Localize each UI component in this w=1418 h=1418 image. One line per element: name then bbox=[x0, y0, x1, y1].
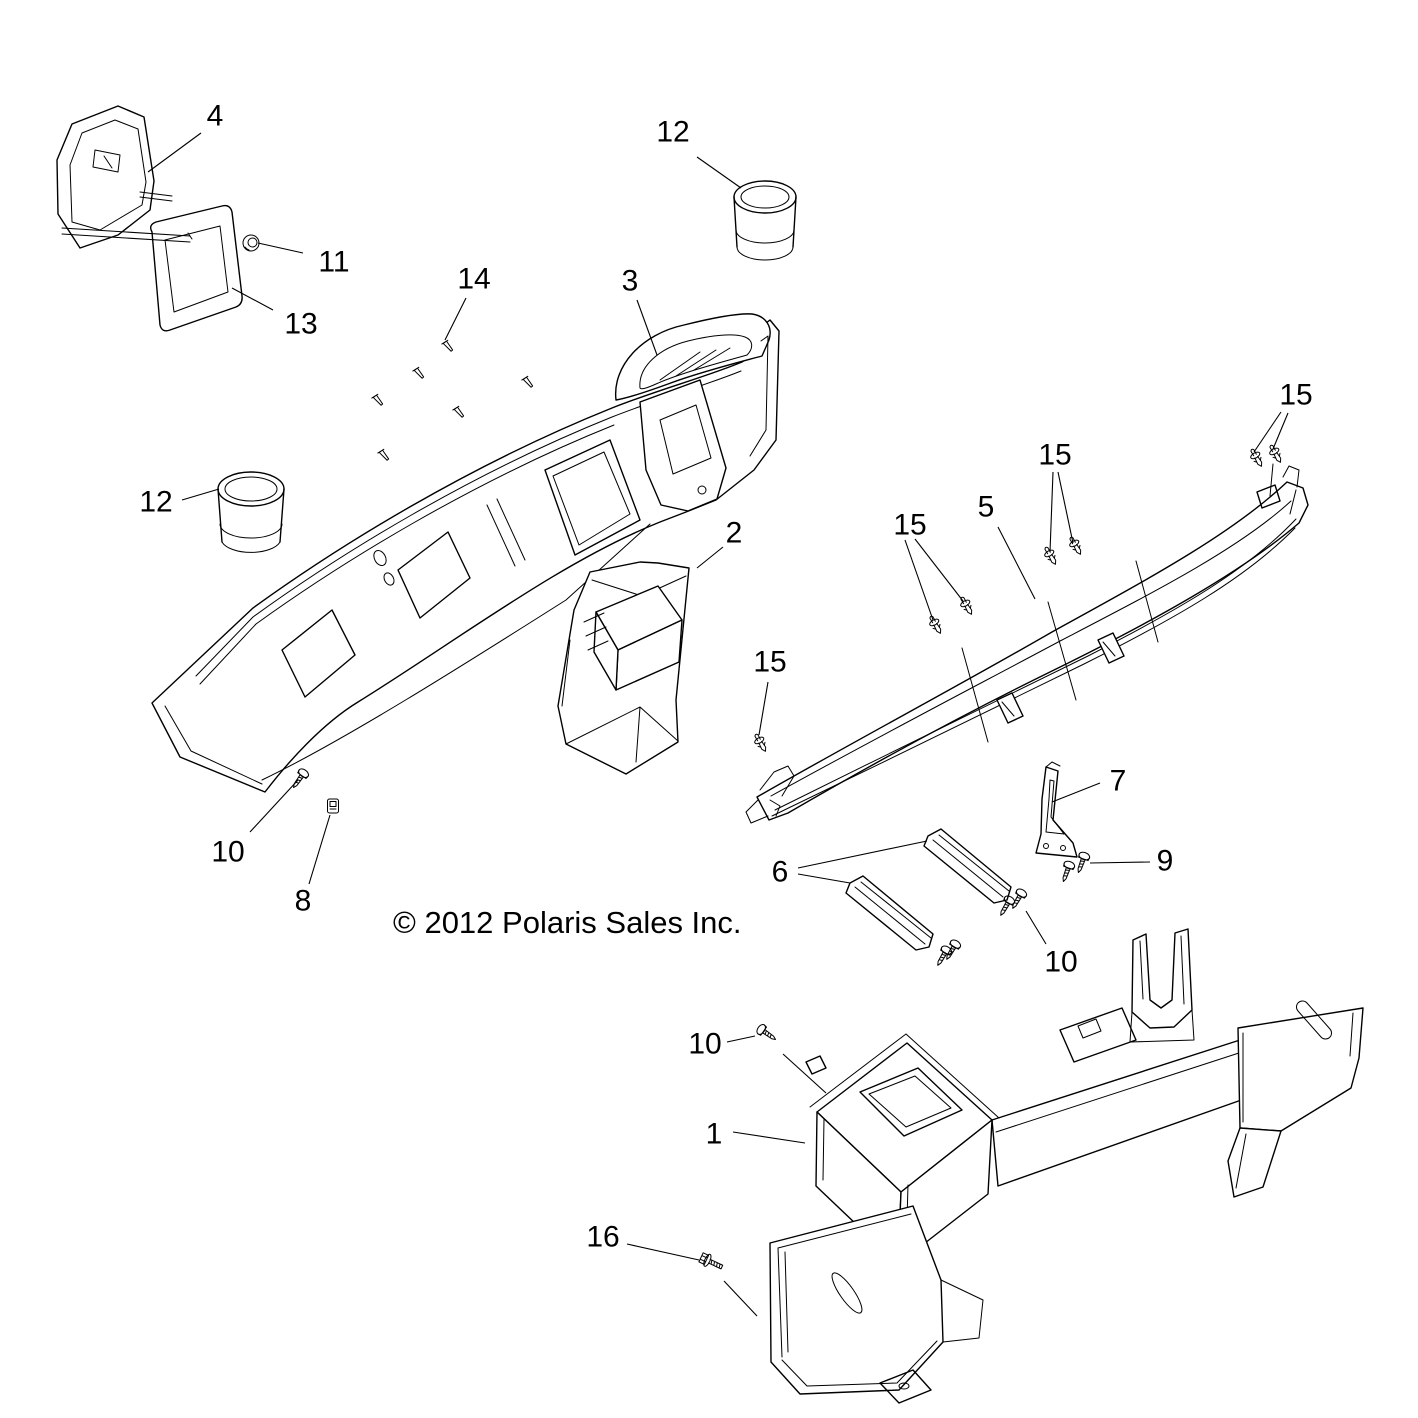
rivet-fastener bbox=[750, 731, 771, 755]
callout-label-5: 5 bbox=[978, 491, 995, 524]
part-4-glovebox-door bbox=[56, 105, 193, 249]
cover-clip-tab bbox=[1097, 632, 1125, 664]
part-6-support-strips bbox=[845, 828, 1012, 951]
screw-fastener bbox=[754, 1022, 780, 1045]
panel-column-shroud bbox=[639, 379, 727, 512]
part-5-dash-cover bbox=[745, 463, 1309, 824]
leader-line bbox=[1089, 861, 1151, 864]
leader-line bbox=[147, 132, 202, 173]
callout-label-8: 8 bbox=[295, 885, 312, 918]
screw-fastener bbox=[1057, 859, 1077, 884]
pin-fastener bbox=[441, 339, 456, 354]
callout-label-9: 9 bbox=[1157, 845, 1174, 878]
leader-line bbox=[732, 1131, 806, 1144]
leader-line bbox=[444, 297, 467, 341]
callout-label-10: 10 bbox=[1044, 946, 1077, 979]
pin-fastener bbox=[377, 448, 392, 463]
callout-label-14: 14 bbox=[457, 263, 490, 296]
part-12-cupholder-left bbox=[217, 471, 285, 553]
callout-label-1: 1 bbox=[706, 1118, 723, 1151]
panel-cutout bbox=[281, 609, 356, 698]
aux-leader-line bbox=[782, 1053, 827, 1094]
rivet-fastener bbox=[1265, 442, 1286, 466]
leader-line bbox=[626, 1243, 700, 1261]
copyright-text: © 2012 Polaris Sales Inc. bbox=[393, 905, 742, 940]
part-3-upper-dash-panel bbox=[151, 313, 780, 793]
leader-line bbox=[231, 287, 274, 311]
callout-label-10: 10 bbox=[211, 836, 244, 869]
rivet-fastener bbox=[1246, 446, 1267, 470]
callout-label-11: 11 bbox=[318, 246, 349, 279]
pin-fastener bbox=[521, 375, 536, 390]
leader-line bbox=[257, 242, 304, 254]
leader-line bbox=[1051, 782, 1101, 803]
leader-line bbox=[636, 299, 658, 356]
leader-line bbox=[1253, 411, 1282, 453]
pin-fastener bbox=[412, 366, 427, 381]
leader-line bbox=[1272, 412, 1289, 450]
cover-clip-tab bbox=[996, 692, 1024, 724]
leader-line bbox=[726, 1035, 756, 1043]
callout-label-10: 10 bbox=[688, 1028, 721, 1061]
part-13-door-seal bbox=[149, 204, 243, 332]
callout-label-15: 15 bbox=[1038, 439, 1071, 472]
leader-line bbox=[1049, 471, 1054, 553]
lower-shroud bbox=[769, 1205, 944, 1395]
leader-line bbox=[797, 873, 851, 884]
clip-fastener bbox=[327, 798, 339, 814]
callout-label-15: 15 bbox=[1279, 379, 1312, 412]
leader-line bbox=[1057, 471, 1074, 544]
pin-fastener bbox=[452, 405, 467, 420]
leader-line bbox=[797, 840, 928, 869]
leader-line bbox=[914, 538, 964, 602]
callout-label-15: 15 bbox=[893, 509, 926, 542]
leader-line bbox=[904, 539, 934, 621]
leader-line bbox=[308, 814, 331, 885]
rivet-fastener bbox=[925, 613, 946, 637]
callout-label-13: 13 bbox=[284, 308, 317, 341]
rivet-fastener bbox=[1065, 534, 1086, 558]
leader-line bbox=[997, 526, 1036, 600]
callout-label-2: 2 bbox=[726, 517, 743, 550]
part-7-bracket bbox=[1035, 761, 1078, 858]
part-1-lower-dash-assembly bbox=[769, 928, 1364, 1404]
leader-line bbox=[696, 546, 724, 569]
fork-bracket bbox=[1131, 928, 1193, 1029]
callout-label-4: 4 bbox=[207, 100, 224, 133]
leader-line bbox=[758, 681, 769, 736]
leader-line bbox=[696, 156, 742, 189]
leader-line bbox=[181, 488, 220, 501]
aux-leader-line bbox=[723, 1280, 758, 1317]
callout-label-6: 6 bbox=[772, 856, 789, 889]
right-panel bbox=[1237, 1007, 1364, 1132]
callout-label-12: 12 bbox=[139, 486, 172, 519]
aux-leader-lines bbox=[723, 1053, 827, 1317]
callout-label-7: 7 bbox=[1110, 765, 1127, 798]
screw-fastener bbox=[941, 937, 963, 963]
callout-label-16: 16 bbox=[586, 1221, 619, 1254]
part-2-dash-pocket bbox=[557, 561, 690, 775]
bolt-fastener bbox=[697, 1250, 726, 1274]
leader-line bbox=[1025, 910, 1047, 945]
pin-fastener bbox=[371, 393, 386, 408]
panel-cutout bbox=[397, 531, 471, 619]
callout-label-15: 15 bbox=[753, 646, 786, 679]
leader-line bbox=[249, 779, 299, 833]
clipnut-fastener bbox=[242, 234, 260, 252]
screw-fastener bbox=[1007, 886, 1029, 912]
right-flap bbox=[1227, 1127, 1282, 1198]
callout-label-3: 3 bbox=[622, 265, 639, 298]
callout-label-12: 12 bbox=[656, 116, 689, 149]
part-12-cupholder-top bbox=[733, 180, 797, 261]
screw-fastener bbox=[288, 766, 311, 792]
